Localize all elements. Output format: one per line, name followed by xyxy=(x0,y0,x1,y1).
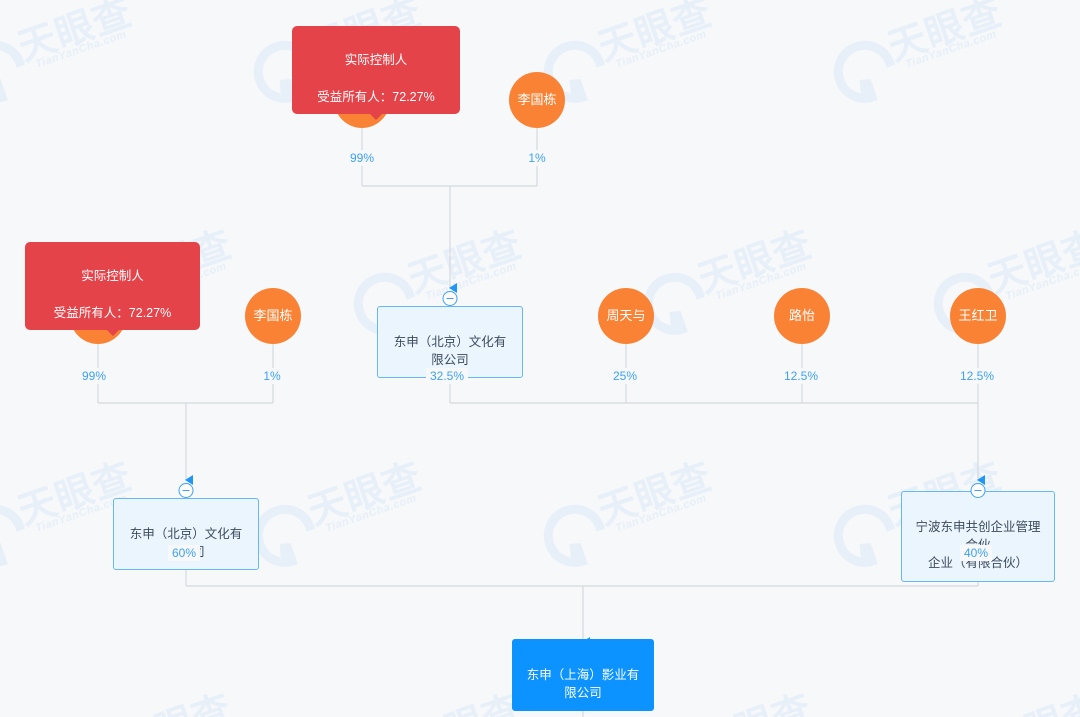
actual-controller-badge-top[interactable]: 实际控制人 受益所有人：72.27% xyxy=(292,26,460,120)
node-label: 路怡 xyxy=(788,307,815,323)
badge-line1: 实际控制人 xyxy=(81,268,144,283)
company-node-dongshen-beijing-mid[interactable]: 东申（北京）文化有限公司 xyxy=(377,306,523,379)
edge-percent-99-top: 99% xyxy=(345,150,379,166)
person-node-zhou-tianyu[interactable]: 周天与 xyxy=(598,288,654,344)
node-label: 东申（北京）文化有限公司 xyxy=(393,335,507,368)
edge-percent-40: 40% xyxy=(959,545,993,561)
actual-controller-badge-left[interactable]: 实际控制人 受益所有人：72.27% xyxy=(25,242,200,336)
badge-line2: 受益所有人：72.27% xyxy=(53,306,172,321)
company-node-dongshen-shanghai[interactable]: 东申（上海）影业有限公司 xyxy=(512,639,654,712)
person-node-lu-yi[interactable]: 路怡 xyxy=(774,288,830,344)
edge-percent-1: 1% xyxy=(259,368,285,384)
edge-percent-25: 25% xyxy=(608,368,642,384)
node-label: 东申（上海）影业有限公司 xyxy=(526,668,640,701)
person-node-li-guodong[interactable]: 李国栋 xyxy=(245,288,301,344)
edge-percent-12-5-a: 12.5% xyxy=(779,368,823,384)
minus-icon-collapse-ningbo-partnership[interactable] xyxy=(970,483,986,498)
person-node-wang-hongwei[interactable]: 王红卫 xyxy=(950,288,1006,344)
edge-percent-99: 99% xyxy=(77,368,111,384)
edge-percent-60: 60% xyxy=(167,545,201,561)
minus-icon-collapse-dongshen-beijing[interactable] xyxy=(178,483,194,498)
edge-percent-12-5-b: 12.5% xyxy=(955,368,999,384)
node-label: 周天与 xyxy=(606,307,646,323)
minus-icon-collapse-dongshen-beijing-mid[interactable] xyxy=(442,291,458,306)
company-node-ningbo-partnership[interactable]: 宁波东申共创企业管理合伙 企业（有限合伙） xyxy=(901,491,1055,582)
node-label: 王红卫 xyxy=(958,307,998,323)
person-node-li-guodong-top[interactable]: 李国栋 xyxy=(509,72,565,128)
edge-percent-32-5: 32.5% xyxy=(425,368,469,384)
edge-percent-1-top: 1% xyxy=(524,150,550,166)
badge-line2: 受益所有人：72.27% xyxy=(317,90,435,105)
badge-line1: 实际控制人 xyxy=(344,52,408,67)
node-label: 李国栋 xyxy=(253,307,293,323)
node-label: 李国栋 xyxy=(517,91,557,107)
